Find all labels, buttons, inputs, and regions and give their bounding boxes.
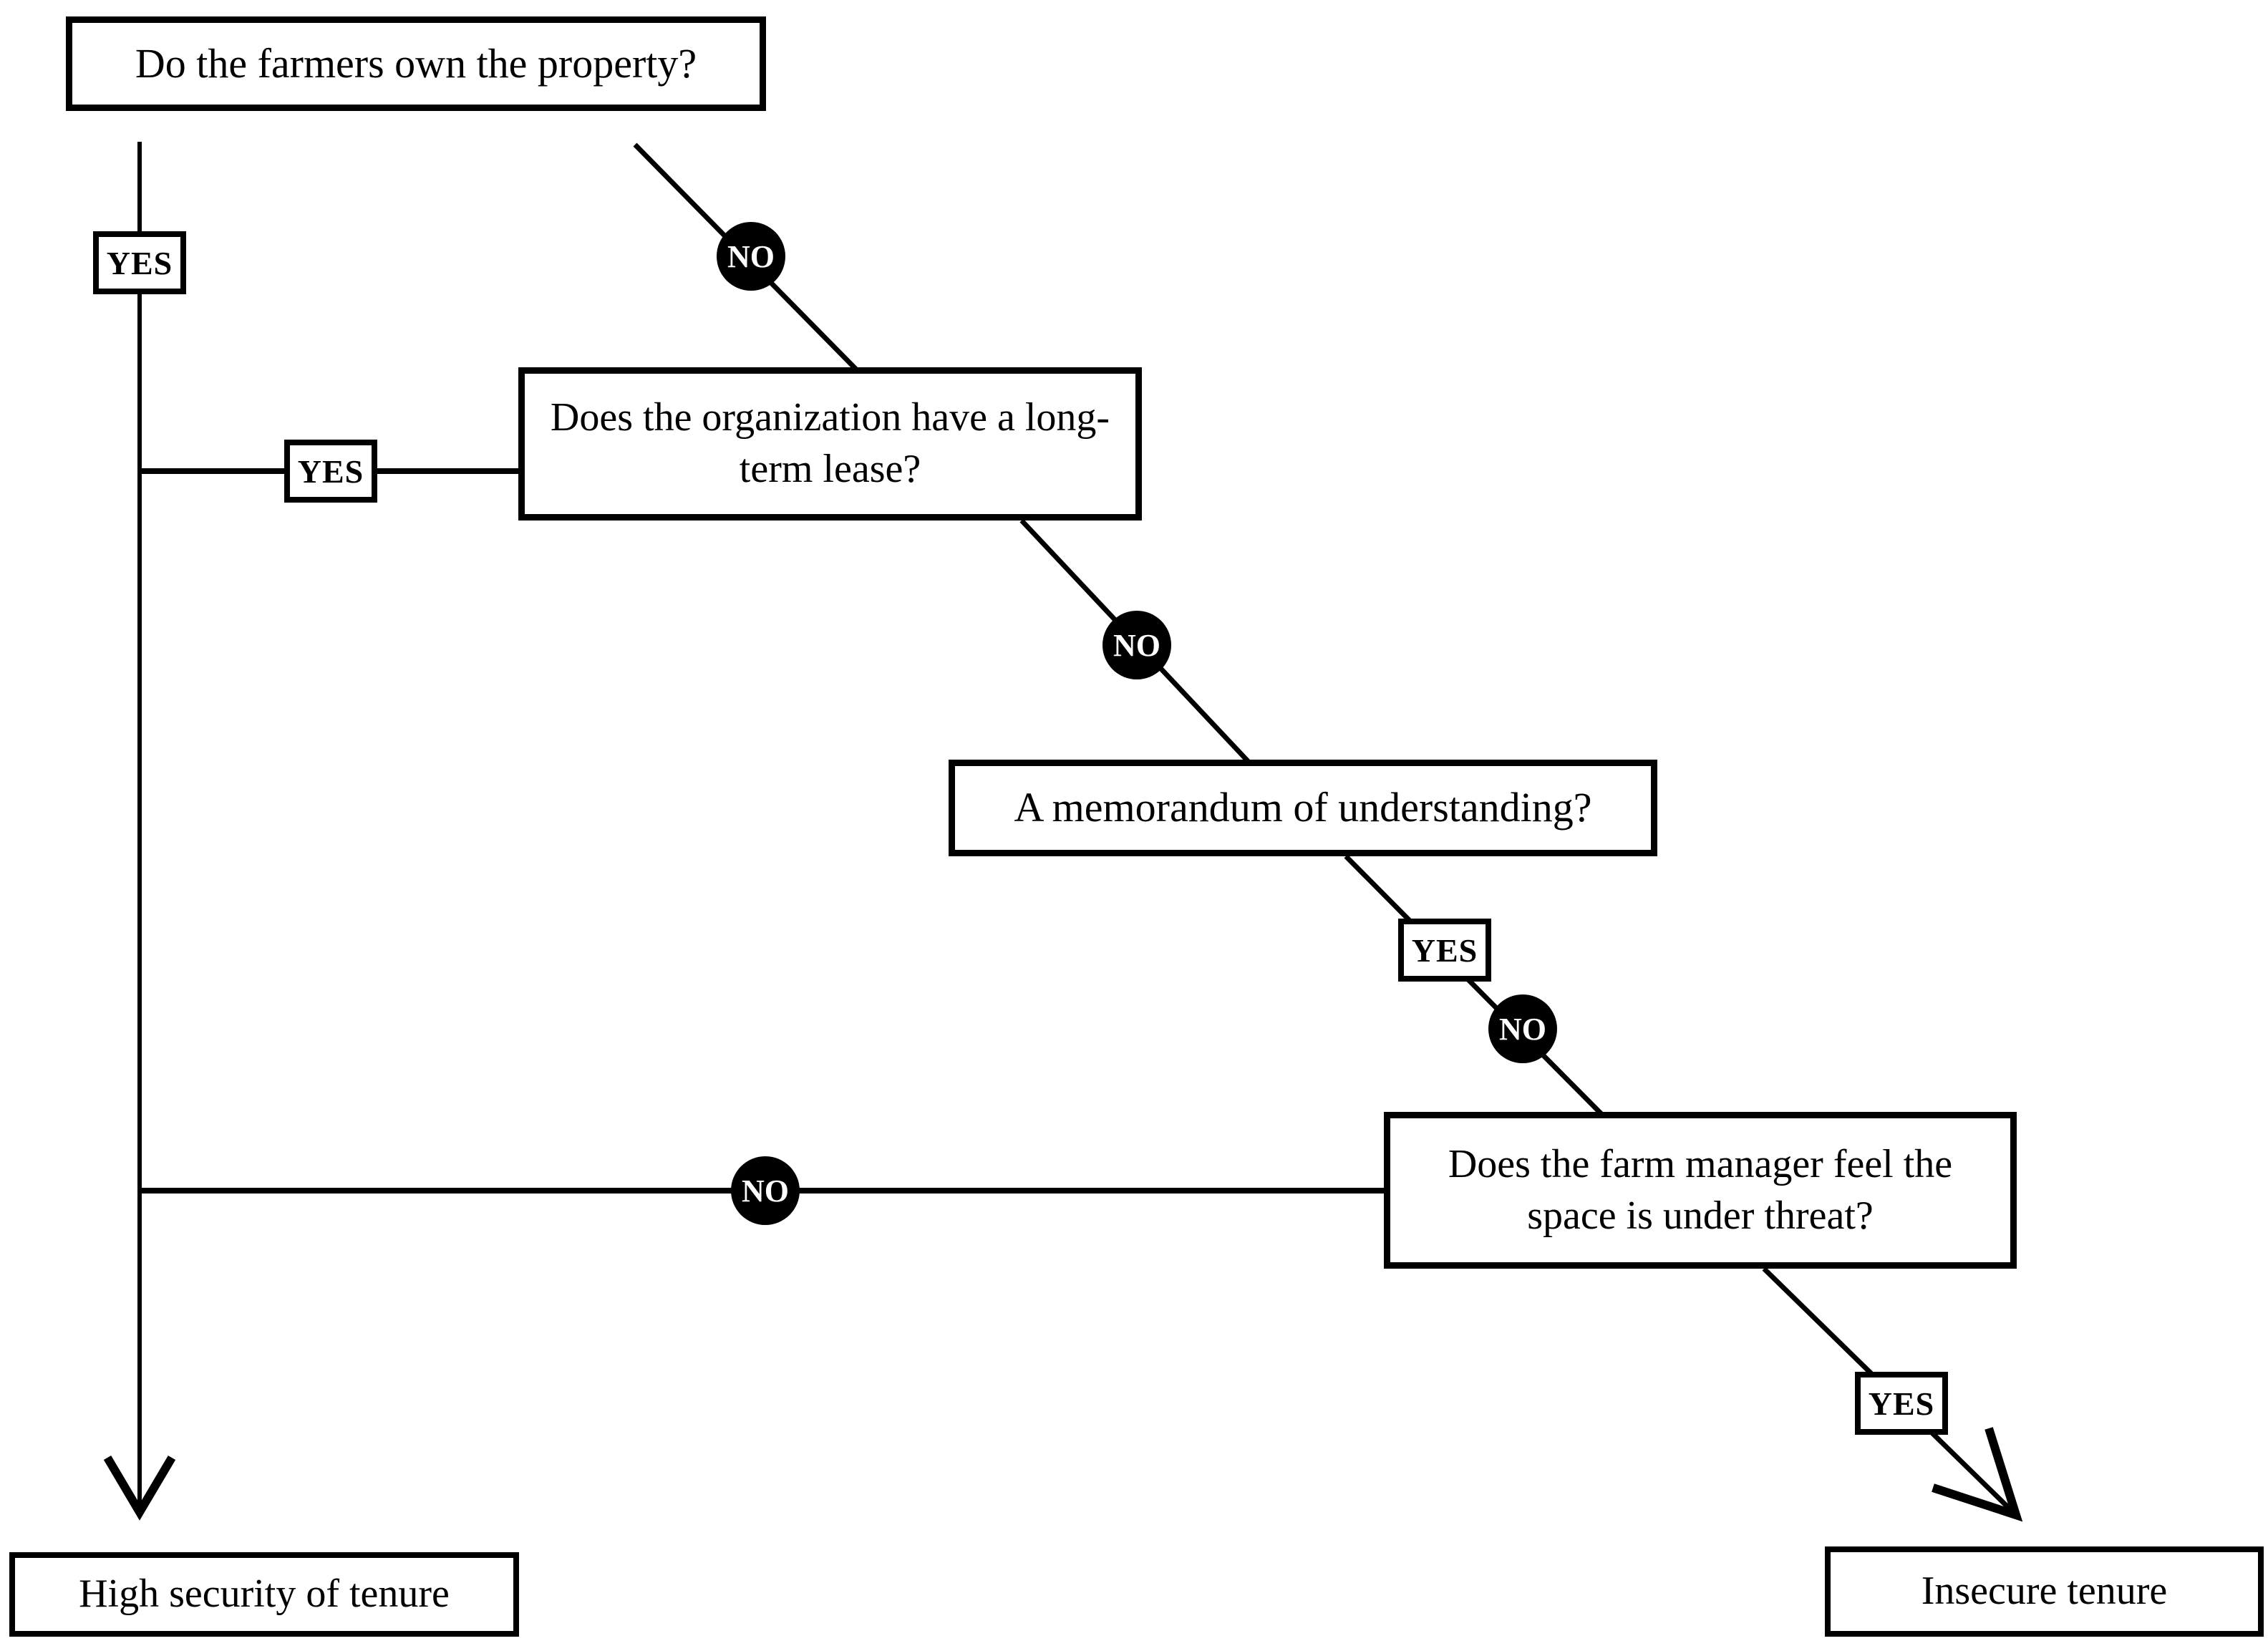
edge-badge-no-q2-q3: NO <box>1102 611 1171 679</box>
edge-line-q3-q4 <box>1344 854 1604 1116</box>
edge-label-yes-q4-insecure: YES <box>1855 1372 1948 1435</box>
edge-badge-no-q1-q2: NO <box>717 222 785 291</box>
decision-box-long-term-lease: Does the organization have a long-term l… <box>518 367 1142 521</box>
outcome-box-high-security: High security of tenure <box>9 1552 519 1637</box>
edge-badge-no-q3-q4: NO <box>1488 994 1557 1063</box>
arrowhead-high-security <box>103 1455 176 1521</box>
decision-box-label: A memorandum of understanding? <box>1014 784 1592 831</box>
edge-label-yes-q3-q4: YES <box>1398 919 1491 982</box>
decision-box-memorandum: A memorandum of understanding? <box>949 760 1657 856</box>
edge-badge-no-q4-high: NO <box>731 1156 800 1225</box>
outcome-box-insecure-tenure: Insecure tenure <box>1825 1546 2264 1637</box>
edge-label-yes-q2-high: YES <box>284 440 377 503</box>
edge-label-yes-q1-high: YES <box>93 231 186 294</box>
arrowhead-insecure-tenure <box>1932 1427 2023 1522</box>
decision-box-label: Do the farmers own the property? <box>135 39 697 87</box>
decision-box-label: Does the organization have a long-term l… <box>550 395 1110 491</box>
outcome-box-label: Insecure tenure <box>1921 1569 2168 1614</box>
outcome-box-label: High security of tenure <box>79 1572 450 1617</box>
decision-box-farmers-own-property: Do the farmers own the property? <box>66 16 766 111</box>
decision-box-space-under-threat: Does the farm manager feel the space is … <box>1384 1112 2017 1269</box>
decision-box-label: Does the farm manager feel the space is … <box>1448 1141 1953 1238</box>
